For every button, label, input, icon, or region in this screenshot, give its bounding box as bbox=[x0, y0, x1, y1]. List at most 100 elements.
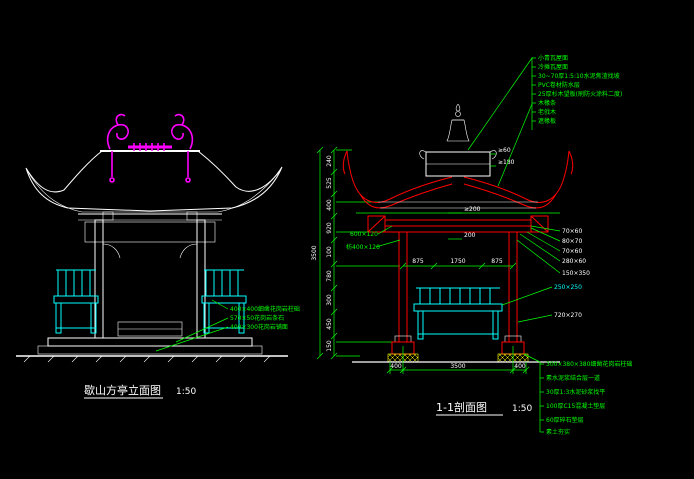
beam-dim: ≥200 bbox=[464, 206, 481, 213]
elevation-callout: 400×300花岗岩铺面 bbox=[230, 323, 288, 331]
bench-section bbox=[413, 287, 503, 340]
bench-seat bbox=[53, 295, 99, 304]
dim-tick bbox=[316, 146, 324, 360]
ridge-ornaments bbox=[106, 113, 194, 183]
dim-extension bbox=[389, 346, 527, 374]
dim-height: 920 bbox=[326, 222, 333, 234]
elevation-view: 400×400细凿花岗岩柱础 570×50花岗岩条石 400×300花岗岩铺面 … bbox=[16, 113, 300, 399]
dim-extension-lines bbox=[336, 149, 400, 357]
dim-bottom: 400 bbox=[514, 363, 526, 370]
size-label: 80×70 bbox=[562, 238, 582, 245]
member-leader bbox=[375, 239, 401, 248]
bench-leg bbox=[417, 310, 424, 340]
corner-block-right-diagonal bbox=[530, 215, 549, 233]
bench-leg bbox=[90, 302, 97, 334]
dim-height: 450 bbox=[326, 318, 333, 330]
dim-height: 150 bbox=[326, 340, 333, 352]
rafter-upper-right bbox=[463, 150, 570, 203]
base-callout: 素土夯实 bbox=[546, 428, 570, 436]
vertical-ridge-curl-left bbox=[109, 177, 115, 183]
ridge-dim-arrows bbox=[490, 153, 496, 167]
ridge-band-dentils bbox=[133, 143, 165, 151]
ridge-fish-ornament-right bbox=[171, 123, 194, 150]
corner-block-left-diagonal bbox=[367, 215, 386, 233]
callout-leader bbox=[497, 103, 533, 187]
ridge-fish-tail-right bbox=[174, 113, 185, 126]
ridge-fish-ornament-left bbox=[106, 123, 129, 150]
roof-callout: 25厚杉木望板(刷防火涂料二度) bbox=[538, 90, 622, 98]
sparrow-brace-left bbox=[102, 243, 121, 259]
hanging-post-capital-right bbox=[186, 211, 198, 221]
dim-ticks bbox=[330, 146, 338, 360]
bench-spindles bbox=[57, 270, 91, 296]
callout-leader bbox=[211, 299, 229, 310]
elevation-title: 歇山方亭立面图 bbox=[84, 383, 161, 397]
callout-leader bbox=[523, 353, 541, 363]
bench-leg bbox=[492, 310, 499, 340]
callout-ticks bbox=[540, 363, 544, 433]
base-callout-block: 300×380×380细凿花岗岩柱础 素水泥浆结合层一道 30厚1:3水泥砂浆找… bbox=[523, 353, 632, 436]
base-callout: 100厚C15混凝土垫层 bbox=[546, 402, 605, 410]
member-label: 600×120 bbox=[350, 231, 378, 238]
roof-callout-block: 小青瓦屋面 冷摊瓦屋面 30~70厚1:5:10水泥焦渣找坡 PVC卷材防水层 … bbox=[467, 54, 622, 187]
bench-spindles bbox=[419, 288, 491, 304]
column-section-left bbox=[398, 231, 408, 343]
elevation-scale: 1:50 bbox=[176, 387, 196, 397]
hanging-post-capital-left bbox=[102, 211, 114, 221]
finial-ball bbox=[455, 111, 461, 117]
base-callout: 30厚1:3水泥砂浆找平 bbox=[546, 388, 605, 396]
ground-hatch bbox=[23, 355, 271, 363]
member-leader bbox=[377, 225, 393, 235]
dim-ticks bbox=[399, 262, 517, 270]
finial-base bbox=[446, 119, 470, 142]
dim-height: 300 bbox=[326, 294, 333, 306]
size-label: 70×60 bbox=[562, 228, 582, 235]
column-section-right bbox=[508, 231, 518, 343]
column-base-left bbox=[394, 335, 412, 343]
member-label: 枋400×120 bbox=[346, 243, 380, 251]
finial-flame bbox=[455, 103, 461, 112]
bench-right bbox=[201, 269, 247, 334]
column-base-right bbox=[504, 335, 522, 343]
bench-leg bbox=[55, 302, 62, 334]
callout-ticks bbox=[532, 57, 536, 122]
roof-callout: 冷摊瓦屋面 bbox=[538, 63, 568, 71]
callout-leader bbox=[175, 317, 229, 343]
eave-fascia-line bbox=[27, 170, 281, 213]
rafter-upper-left bbox=[346, 150, 453, 203]
seat-leader bbox=[501, 286, 553, 306]
dim-span: 875 bbox=[412, 258, 424, 265]
beam-dim: 200 bbox=[464, 232, 476, 239]
base-callout: 素水泥浆结合层一道 bbox=[546, 374, 600, 382]
callout-leader bbox=[467, 57, 533, 151]
bench-seat bbox=[201, 295, 247, 304]
vertical-ridge-curl-right bbox=[185, 177, 191, 183]
bench-seat bbox=[413, 303, 503, 312]
dim-height: 780 bbox=[326, 270, 333, 282]
sparrow-brace-right bbox=[179, 243, 198, 259]
size-label: 70×60 bbox=[562, 248, 582, 255]
seat-size-label: 250×250 bbox=[554, 284, 582, 291]
rail-leader bbox=[517, 314, 553, 323]
bench-spindles bbox=[205, 270, 239, 296]
dim-height-total: 3500 bbox=[311, 245, 318, 260]
roof-callout: 30~70厚1:5:10水泥焦渣找坡 bbox=[538, 72, 620, 80]
ridge-dim: ≥60 bbox=[498, 147, 511, 154]
roof-callout: 遮椽板 bbox=[538, 117, 556, 125]
rafter-lower-left bbox=[359, 183, 453, 209]
size-label: 150×350 bbox=[562, 270, 590, 277]
callout-leader bbox=[155, 326, 229, 352]
roof-callout: PVC卷材防水层 bbox=[538, 81, 580, 89]
base-callout: 60厚碎石垫层 bbox=[546, 416, 584, 424]
section-title: 1-1剖面图 bbox=[436, 400, 487, 414]
base-callout: 300×380×380细凿花岗岩柱础 bbox=[546, 360, 632, 368]
ridge-dim: ≥180 bbox=[498, 159, 515, 166]
dim-bottom: 3500 bbox=[450, 363, 465, 370]
eave-tip-curl-right bbox=[568, 150, 574, 175]
eave-rafters bbox=[342, 150, 574, 209]
ridge-end-curl-right bbox=[489, 150, 497, 160]
section-scale: 1:50 bbox=[512, 404, 532, 414]
member-size-block: 70×60 80×70 70×60 280×60 150×350 250×250… bbox=[501, 225, 590, 323]
